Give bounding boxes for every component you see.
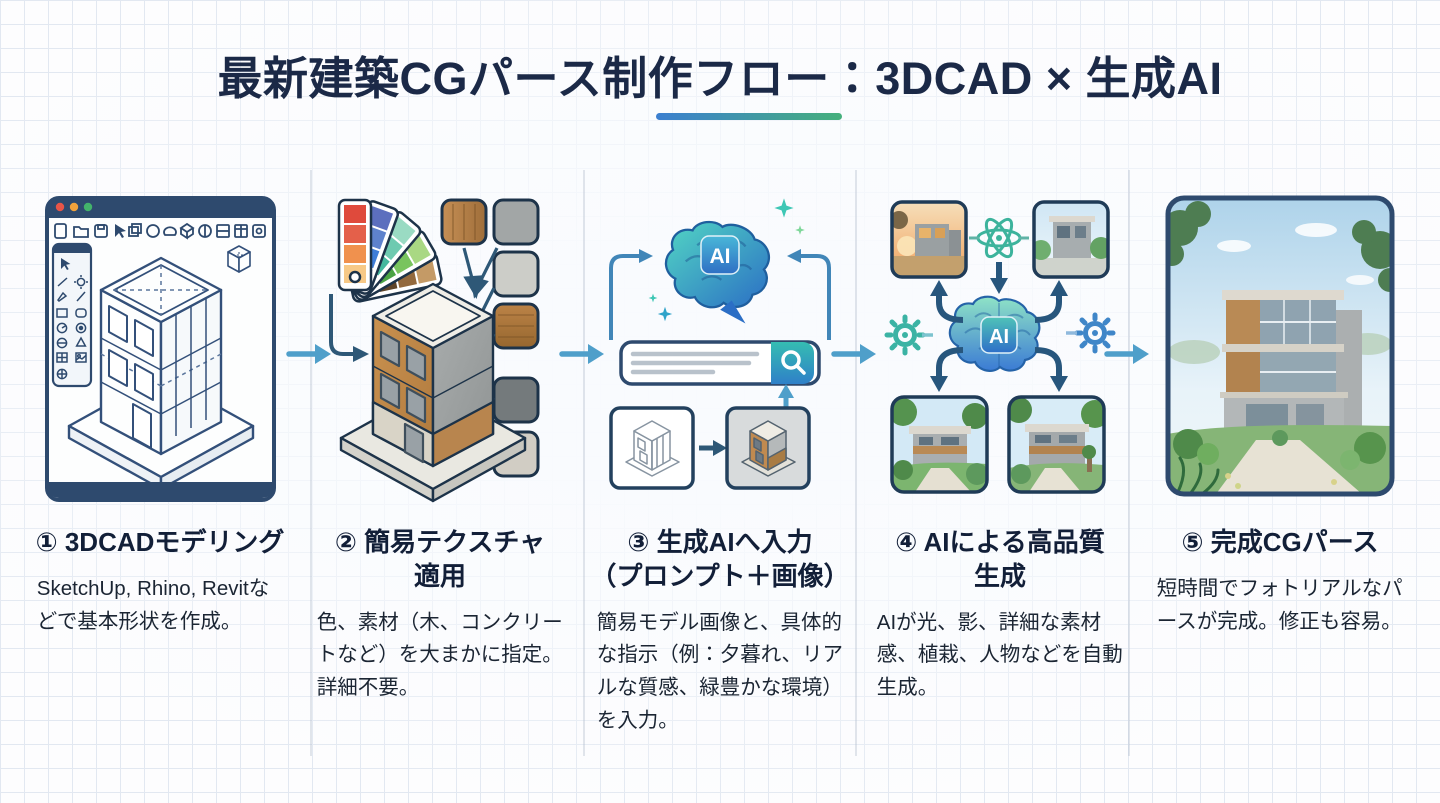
tool-palette [51,242,92,388]
step-column-3: AI [580,162,860,795]
step-columns: ① 3DCADモデリング SketchUp, Rhino, Revitなどで基本… [20,162,1420,795]
ai-chip: AI [700,235,740,275]
flow-arrow-2 [559,344,604,364]
step5-illustration [1164,162,1396,514]
render-thumb-bottom-left [890,395,989,494]
image-to-prompt-arrow [778,384,794,410]
step1-body: SketchUp, Rhino, Revitなどで基本形状を作成。 [36,576,270,633]
prompt-input-bar [619,340,821,386]
step4-illustration: AI [875,162,1125,514]
traffic-light-buttons [55,202,92,212]
step2-heading: ② 簡易テクスチャ適用 [334,527,546,591]
cad-window-icon [44,196,276,502]
column-divider-2 [583,170,585,756]
title-underline [656,113,842,120]
column-divider-1 [310,170,312,756]
wireframe-thumbnail [609,406,695,490]
final-render-photo [1165,195,1395,497]
step4-heading: ④ AIによる高品質生成 [895,527,1105,591]
thumbnail-arrow [699,440,727,456]
magnifier-icon [781,350,806,375]
step-column-5: ⑤ 完成CGパース 短時間でフォトリアルなパースが完成。修正も容易。 [1140,162,1420,795]
ai-generation-illustration: AI [884,200,1116,494]
sparkle-icons [648,198,805,322]
step-column-2: ② 簡易テクスチャ適用 色、素材（木、コンクリートなど）を大まかに指定。詳細不要… [300,162,580,795]
output-arrows [930,280,1068,392]
window-status-bar [46,482,274,498]
svg-text:AI: AI [989,326,1009,348]
gear-icon-right [1066,312,1116,354]
step1-heading: ① 3DCADモデリング [35,527,285,557]
color-swatch-fan-icon [337,198,443,303]
step-column-1: ① 3DCADモデリング SketchUp, Rhino, Revitなどで基本… [20,162,300,795]
ai-input-illustration: AI [609,198,831,490]
cloud [1217,240,1251,252]
garden [1168,425,1392,494]
flow-arrow-1 [286,344,331,364]
texture-application-illustration [329,198,540,503]
gear-icon-left [884,314,933,356]
render-thumb-top-left [890,200,968,279]
toolbar-icons [53,222,266,240]
step3-body: 簡易モデル画像と、具体的な指示（例：夕暮れ、リアルな質感、緑豊かな環境）を入力。 [596,610,844,732]
textured-thumbnail [725,406,811,490]
render-thumb-bottom-right [1007,395,1106,494]
step-column-4: AI [860,162,1140,795]
step3-illustration: AI [595,162,845,514]
fan-to-building-arrow [329,294,369,362]
rendered-house [1220,290,1362,442]
svg-text:AI: AI [710,245,731,268]
prompt-text-lines [630,351,760,375]
atom-icon [969,217,1029,259]
step1-illustration [43,162,278,514]
step5-body: 短時間でフォトリアルなパースが完成。修正も容易。 [1156,576,1403,633]
step2-body: 色、素材（木、コンクリートなど）を大まかに指定。詳細不要。 [316,610,563,700]
atom-to-brain-arrow [990,262,1008,294]
column-divider-4 [1128,170,1130,756]
window-title-bar [46,198,274,218]
step4-body: AIが光、影、詳細な素材感、植栽、人物などを自動生成。 [876,610,1123,700]
flow-arrow-4 [1104,344,1149,364]
step2-illustration [315,162,565,514]
column-divider-3 [855,170,857,756]
wireframe-building-icon [67,256,254,491]
ai-chip: AI [980,316,1018,354]
search-button [771,342,814,384]
step5-heading: ⑤ 完成CGパース [1181,527,1379,557]
textured-building-icon [339,282,527,503]
step3-heading: ③ 生成AIへ入力（プロンプト＋画像） [590,527,850,591]
view-cube-icon [226,245,251,273]
render-thumb-top-right [1032,200,1110,279]
side-input-arrows [609,249,831,340]
flow-arrow-3 [831,344,876,364]
page-title: 最新建築CGパース制作フロー：3DCAD × 生成AI [217,53,1223,104]
